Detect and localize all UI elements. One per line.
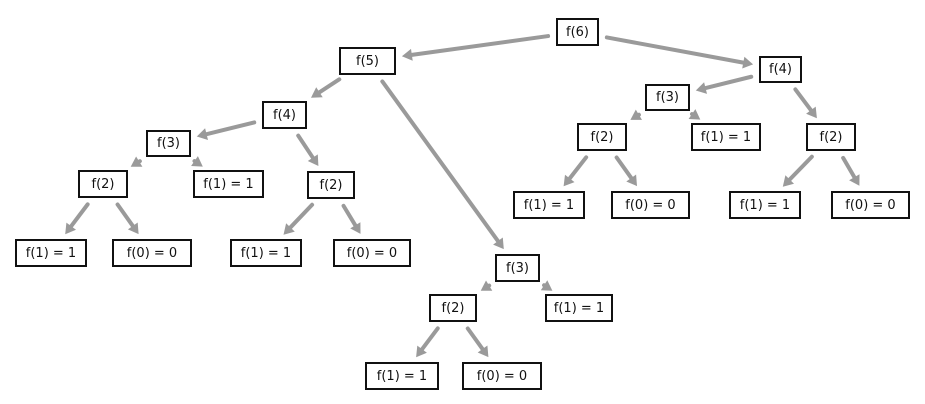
arrow-shaft-n5-n13 xyxy=(69,202,90,229)
arrow-shaft-n0-n3 xyxy=(604,35,746,65)
arrow-head-n19-n17 xyxy=(782,175,794,187)
node-f1-bottom-right: f(1) = 1 xyxy=(545,294,613,322)
arrow-head-n3-n6 xyxy=(695,82,707,94)
node-f3-left: f(3) xyxy=(146,130,191,157)
arrow-head-n2-n8 xyxy=(307,154,319,166)
arrow-head-n9-n12 xyxy=(626,174,637,187)
node-f1-b: f(1) = 1 xyxy=(15,239,87,267)
arrow-shaft-n9-n11 xyxy=(567,155,589,181)
node-f2-bottom: f(2) xyxy=(429,294,477,322)
arrow-head-n9-n11 xyxy=(563,174,575,187)
arrow-shaft-n19-n18 xyxy=(841,155,857,180)
arrow-head-n5-n14 xyxy=(127,222,139,235)
node-f1-a: f(1) = 1 xyxy=(193,170,264,198)
arrow-shaft-n9-n12 xyxy=(614,155,634,180)
arrow-head-n0-n3 xyxy=(742,56,754,69)
node-f3-bottom: f(3) xyxy=(495,254,540,282)
node-f4-left: f(4) xyxy=(262,101,307,129)
node-f0-right-c: f(0) = 0 xyxy=(831,191,910,219)
node-f0-b: f(0) = 0 xyxy=(112,239,192,267)
arrow-head-n8-n16 xyxy=(350,222,361,234)
arrow-shaft-n1-n21 xyxy=(380,79,500,244)
node-f1-right-a: f(1) = 1 xyxy=(691,123,761,151)
node-f1-bottom-left: f(1) = 1 xyxy=(365,362,439,390)
arrow-shaft-n0-n1 xyxy=(409,34,551,57)
arrow-head-n4-n5 xyxy=(130,156,143,167)
arrow-head-n0-n1 xyxy=(401,48,413,61)
node-f0-right-b: f(0) = 0 xyxy=(611,191,690,219)
arrow-shaft-n3-n19 xyxy=(793,87,813,113)
arrow-head-n4-n7 xyxy=(191,156,203,167)
node-f0-c: f(0) = 0 xyxy=(333,239,411,267)
arrow-shaft-n2-n8 xyxy=(296,133,315,160)
arrow-head-n21-n22 xyxy=(480,280,493,291)
arrow-shaft-n19-n17 xyxy=(787,154,814,182)
arrow-head-n1-n21 xyxy=(493,237,504,250)
arrow-shaft-n8-n16 xyxy=(341,203,358,228)
node-f1-right-c: f(1) = 1 xyxy=(729,191,801,219)
arrow-shaft-n1-n2 xyxy=(317,77,342,95)
arrow-head-n6-n20 xyxy=(688,109,701,120)
node-f1-right-b: f(1) = 1 xyxy=(513,191,585,219)
node-f0-bottom: f(0) = 0 xyxy=(462,362,542,390)
node-f2-right-b: f(2) xyxy=(806,123,856,151)
arrow-head-n22-n25 xyxy=(477,345,489,358)
arrow-head-n2-n4 xyxy=(196,128,208,140)
arrow-shaft-n2-n4 xyxy=(204,120,257,137)
arrow-head-n22-n24 xyxy=(416,345,427,358)
arrow-shaft-n5-n14 xyxy=(115,202,135,228)
arrow-head-n5-n13 xyxy=(65,222,76,235)
arrow-head-n6-n9 xyxy=(630,109,642,120)
node-f3-right: f(3) xyxy=(645,84,690,111)
arrow-head-n8-n15 xyxy=(283,223,295,235)
node-f2-mid: f(2) xyxy=(307,171,355,199)
arrow-shaft-n22-n24 xyxy=(420,326,440,352)
arrow-head-n21-n23 xyxy=(540,280,553,291)
node-f5: f(5) xyxy=(339,47,396,75)
node-f2-right-a: f(2) xyxy=(577,123,627,151)
node-f1-c: f(1) = 1 xyxy=(230,239,302,267)
arrow-shaft-n22-n25 xyxy=(465,326,485,352)
arrow-head-n19-n18 xyxy=(849,174,860,186)
node-f2-left: f(2) xyxy=(78,170,128,198)
arrow-head-n3-n19 xyxy=(806,106,817,119)
arrow-head-n1-n2 xyxy=(311,87,323,98)
arrow-shaft-n8-n15 xyxy=(288,202,315,230)
arrow-shaft-n3-n6 xyxy=(703,74,754,91)
node-f6: f(6) xyxy=(556,18,599,46)
node-f4-right: f(4) xyxy=(759,56,802,83)
